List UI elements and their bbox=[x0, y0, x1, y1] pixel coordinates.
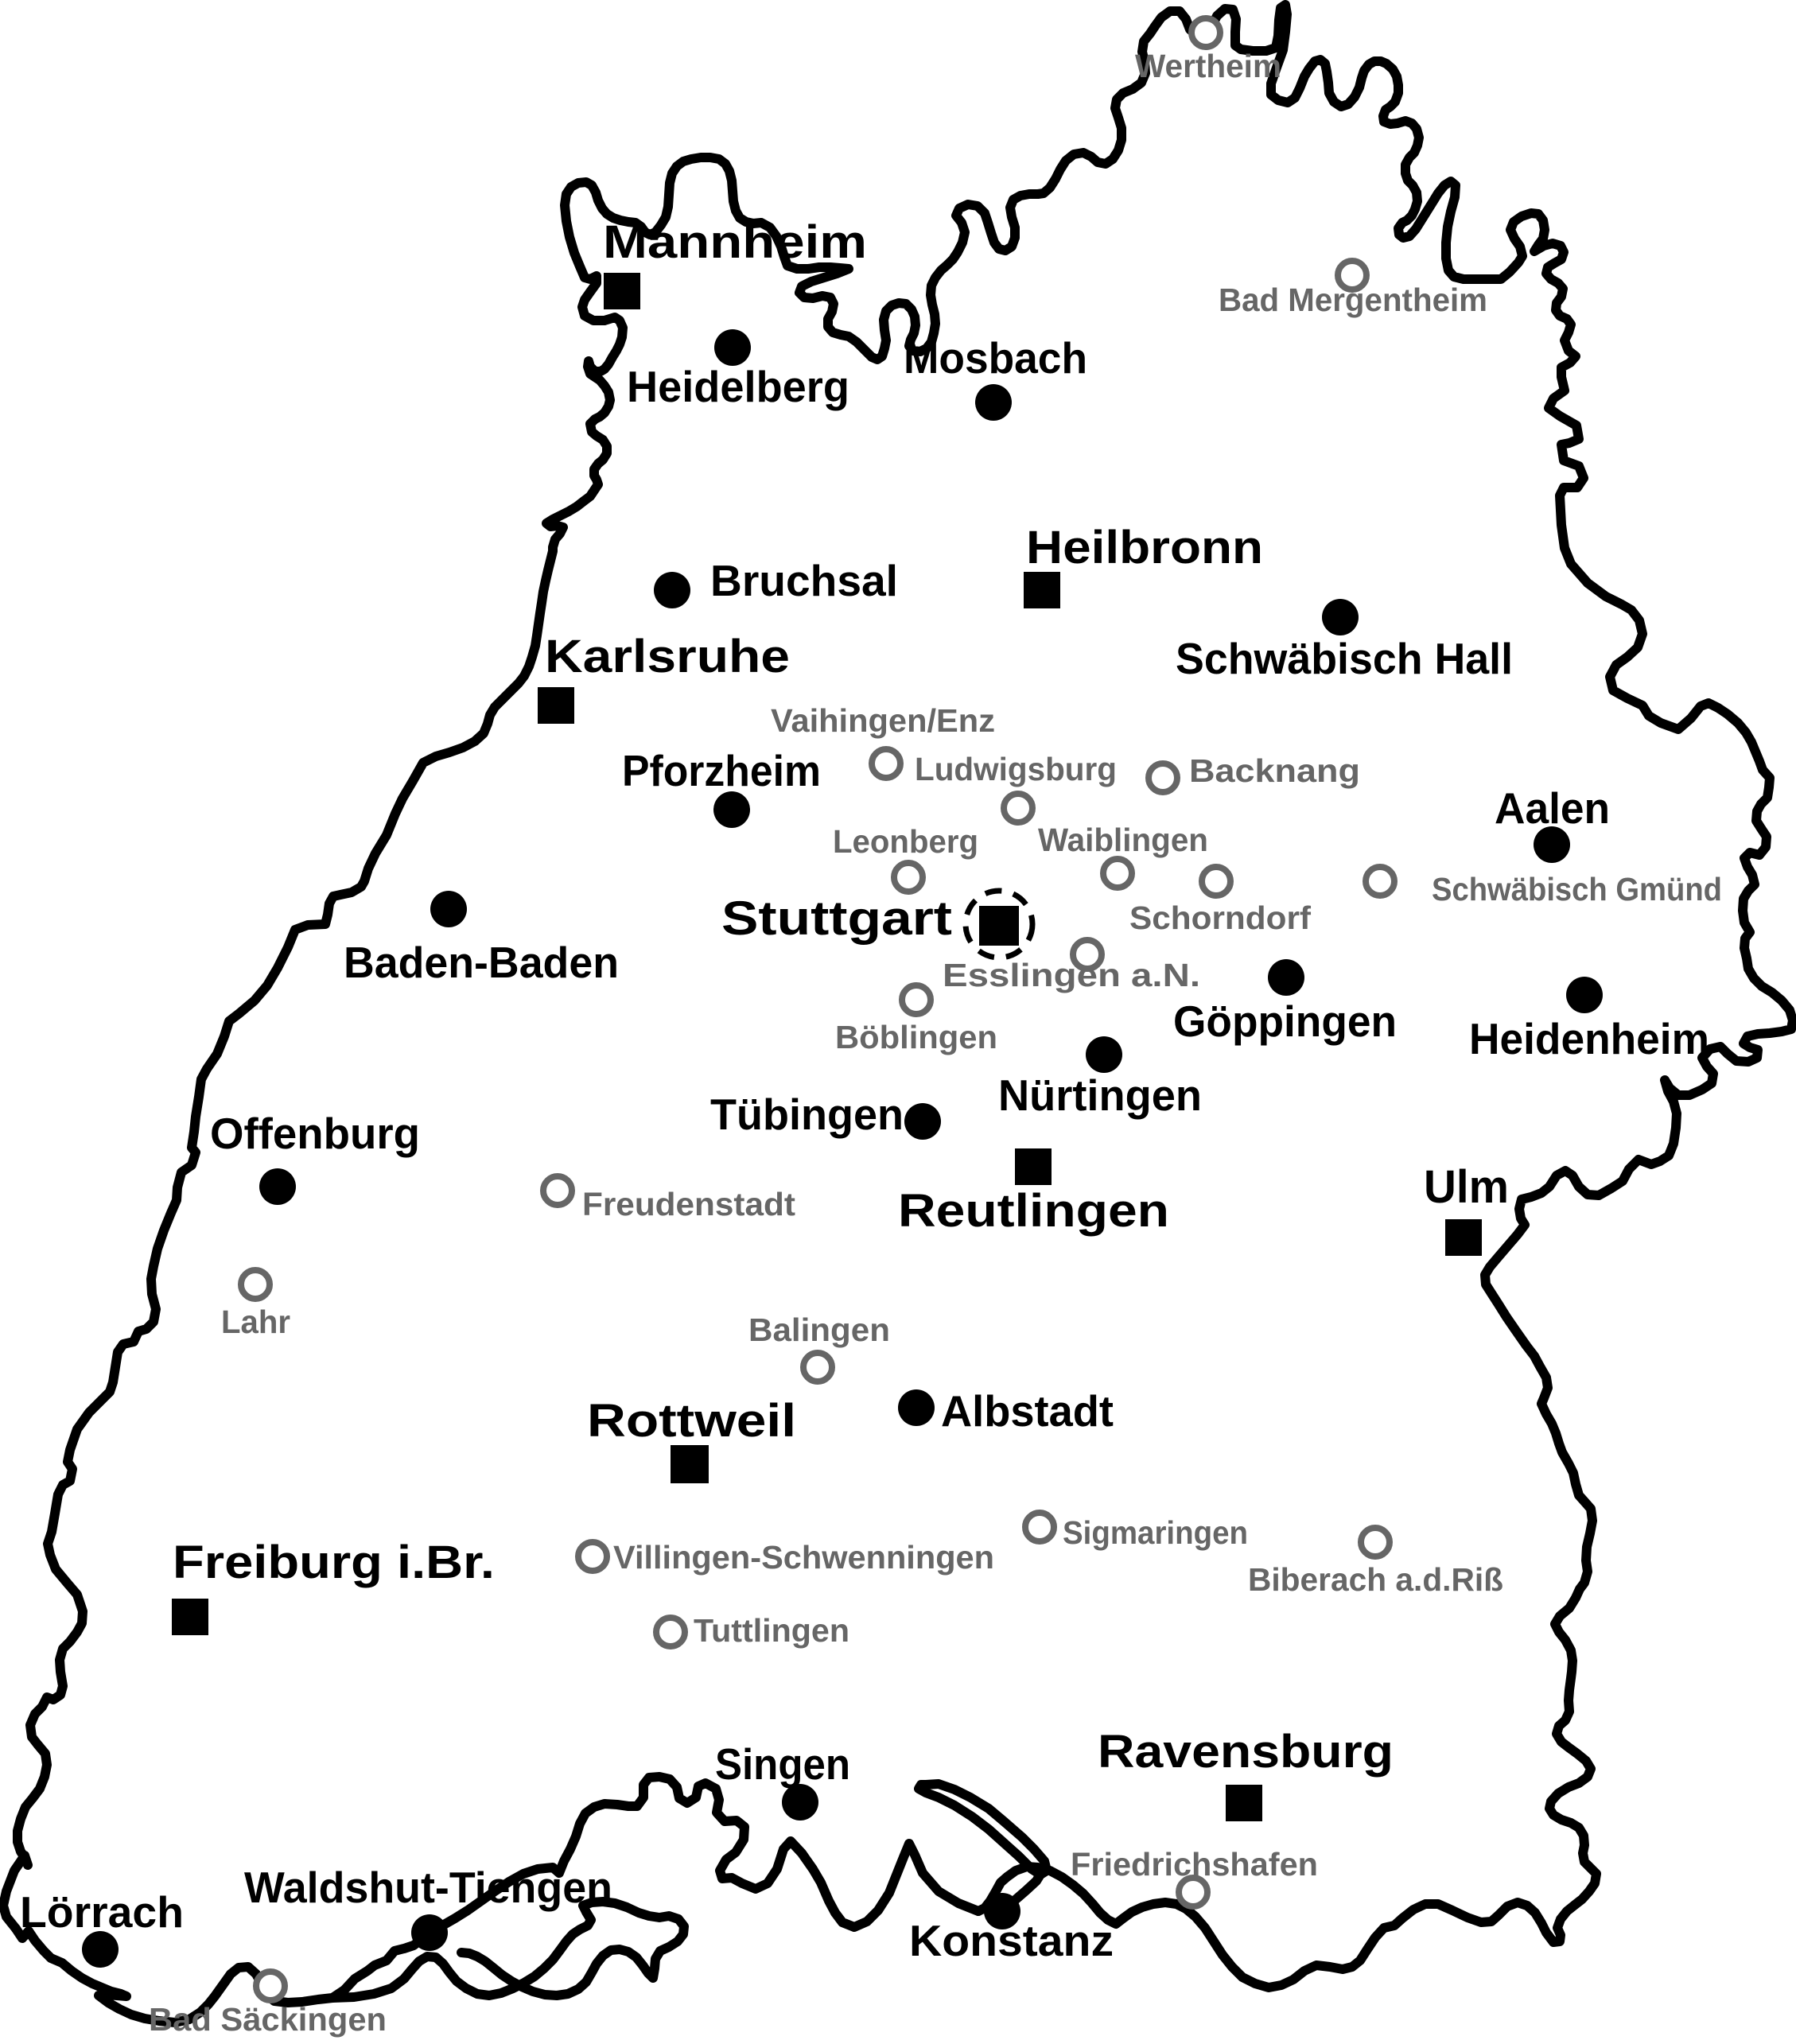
svg-text:Albstadt: Albstadt bbox=[941, 1386, 1114, 1436]
svg-text:Sigmaringen: Sigmaringen bbox=[1063, 1514, 1248, 1551]
svg-text:Ravensburg: Ravensburg bbox=[1098, 1726, 1394, 1778]
svg-text:Stuttgart: Stuttgart bbox=[721, 892, 952, 945]
svg-text:Tuttlingen: Tuttlingen bbox=[694, 1612, 849, 1649]
svg-text:Waiblingen: Waiblingen bbox=[1038, 822, 1208, 858]
svg-text:Biberach a.d.Riß: Biberach a.d.Riß bbox=[1248, 1561, 1503, 1598]
svg-text:Heidelberg: Heidelberg bbox=[627, 362, 849, 411]
svg-text:Singen: Singen bbox=[715, 1739, 850, 1789]
svg-text:Lörrach: Lörrach bbox=[20, 1887, 184, 1937]
svg-text:Schwäbisch Hall: Schwäbisch Hall bbox=[1176, 634, 1513, 683]
svg-text:Heidenheim: Heidenheim bbox=[1469, 1014, 1709, 1063]
svg-text:Balingen: Balingen bbox=[748, 1312, 890, 1348]
svg-text:Vaihingen/Enz: Vaihingen/Enz bbox=[771, 702, 995, 739]
svg-text:Wertheim: Wertheim bbox=[1135, 48, 1281, 84]
svg-text:Ulm: Ulm bbox=[1424, 1161, 1509, 1213]
svg-text:Esslingen a.N.: Esslingen a.N. bbox=[943, 957, 1200, 993]
svg-text:Leonberg: Leonberg bbox=[833, 823, 978, 860]
svg-text:Göppingen: Göppingen bbox=[1173, 997, 1397, 1046]
svg-text:Bad Mergentheim: Bad Mergentheim bbox=[1219, 282, 1487, 318]
svg-text:Aalen: Aalen bbox=[1495, 783, 1610, 833]
svg-text:Schwäbisch Gmünd: Schwäbisch Gmünd bbox=[1432, 871, 1722, 907]
svg-text:Villingen-Schwenningen: Villingen-Schwenningen bbox=[613, 1539, 994, 1576]
svg-text:Freiburg i.Br.: Freiburg i.Br. bbox=[173, 1537, 495, 1588]
svg-text:Offenburg: Offenburg bbox=[210, 1109, 420, 1158]
svg-text:Baden-Baden: Baden-Baden bbox=[344, 938, 619, 987]
svg-text:Lahr: Lahr bbox=[221, 1304, 290, 1340]
svg-text:Waldshut-Tiengen: Waldshut-Tiengen bbox=[244, 1863, 612, 1912]
svg-text:Böblingen: Böblingen bbox=[835, 1019, 997, 1055]
svg-text:Bad Säckingen: Bad Säckingen bbox=[149, 2001, 387, 2038]
svg-text:Tübingen: Tübingen bbox=[710, 1090, 904, 1139]
svg-text:Schorndorf: Schorndorf bbox=[1129, 900, 1311, 936]
svg-text:Nürtingen: Nürtingen bbox=[998, 1071, 1202, 1120]
svg-text:Friedrichshafen: Friedrichshafen bbox=[1071, 1846, 1318, 1883]
svg-text:Heilbronn: Heilbronn bbox=[1026, 522, 1263, 573]
svg-text:Ludwigsburg: Ludwigsburg bbox=[915, 751, 1117, 787]
svg-text:Bruchsal: Bruchsal bbox=[710, 556, 898, 605]
svg-text:Freudenstadt: Freudenstadt bbox=[582, 1186, 795, 1222]
svg-text:Mosbach: Mosbach bbox=[904, 333, 1087, 383]
svg-text:Pforzheim: Pforzheim bbox=[622, 746, 821, 795]
svg-text:Konstanz: Konstanz bbox=[909, 1916, 1114, 1965]
svg-text:Mannheim: Mannheim bbox=[603, 216, 867, 268]
svg-text:Reutlingen: Reutlingen bbox=[898, 1185, 1169, 1237]
svg-text:Rottweil: Rottweil bbox=[587, 1395, 796, 1447]
svg-text:Backnang: Backnang bbox=[1189, 752, 1360, 789]
svg-text:Karlsruhe: Karlsruhe bbox=[545, 631, 790, 682]
